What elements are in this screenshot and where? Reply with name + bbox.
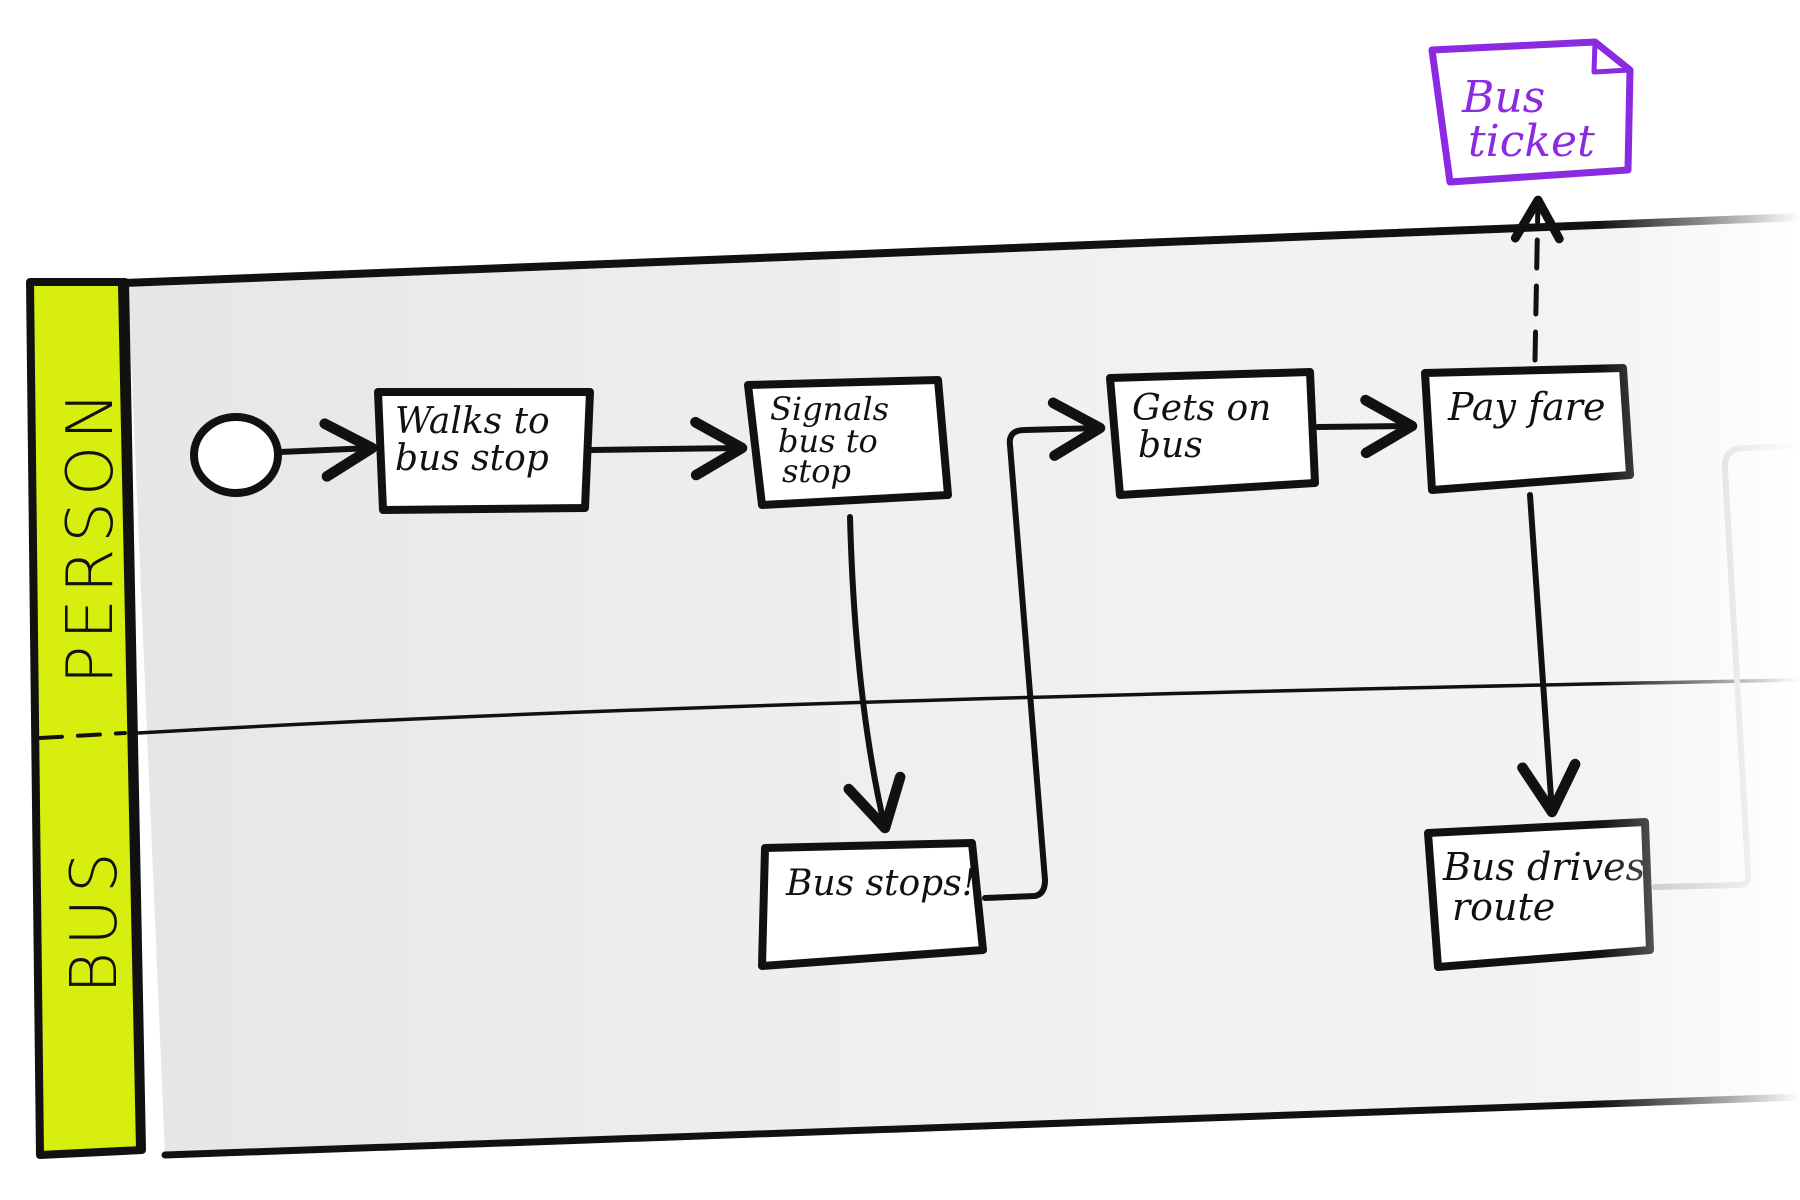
task-label-line: Bus stops! (785, 863, 976, 904)
task-gets-on-bus: Gets on bus (1106, 368, 1319, 499)
right-edge-fade (1600, 200, 1800, 1160)
flow-busstops-to-getson (982, 397, 1106, 901)
flow-getson-to-pay (1315, 394, 1418, 459)
task-label-line: Pay fare (1447, 385, 1605, 429)
task-label-line: bus to (778, 422, 878, 460)
task-pay-fare: Pay fare (1421, 364, 1634, 494)
task-label-line: stop (782, 452, 851, 490)
svg-text:Bus stops!: Bus stops! (785, 863, 976, 904)
task-label-line: Gets on (1132, 388, 1271, 429)
task-bus-stops: Bus stops! (758, 839, 987, 970)
task-walks-to-bus-stop: Walks to bus stop (374, 388, 594, 514)
association-pay-to-ticket (1510, 195, 1564, 363)
artifact-label-line: Bus (1461, 72, 1545, 123)
task-label-line: bus (1138, 425, 1203, 466)
flow-start-to-walks (277, 418, 378, 482)
task-label-line: Signals (770, 390, 889, 428)
svg-text:Signals bus to sto: Signals bus to stop (770, 390, 899, 490)
lane-divider-dashed (38, 731, 127, 740)
artifact-bus-ticket: Bus ticket (1428, 38, 1634, 186)
flow-walks-to-signals (589, 416, 748, 481)
start-event (190, 413, 282, 497)
flow-signals-to-busstops (843, 514, 906, 834)
svg-text:Gets on bus: Gets on bus (1132, 388, 1283, 466)
svg-text:Bus ticket: Bus ticket (1461, 72, 1595, 167)
svg-text:Pay fare: Pay fare (1447, 385, 1605, 429)
task-label-line: route (1452, 885, 1555, 929)
flow-pay-to-drives (1517, 492, 1581, 818)
artifact-label-line: ticket (1468, 116, 1595, 167)
pool-bottom-border (161, 1093, 1800, 1159)
task-signals-bus-to-stop: Signals bus to stop (744, 376, 952, 509)
task-label-line: Walks to (395, 401, 550, 442)
lane-label-person: PERSON (54, 386, 128, 684)
svg-text:Walks to bus stop: Walks to bus stop (395, 401, 561, 479)
task-label-line: bus stop (395, 438, 549, 479)
lane-label-bus: BUS (58, 846, 132, 993)
lane-divider (136, 678, 1800, 735)
